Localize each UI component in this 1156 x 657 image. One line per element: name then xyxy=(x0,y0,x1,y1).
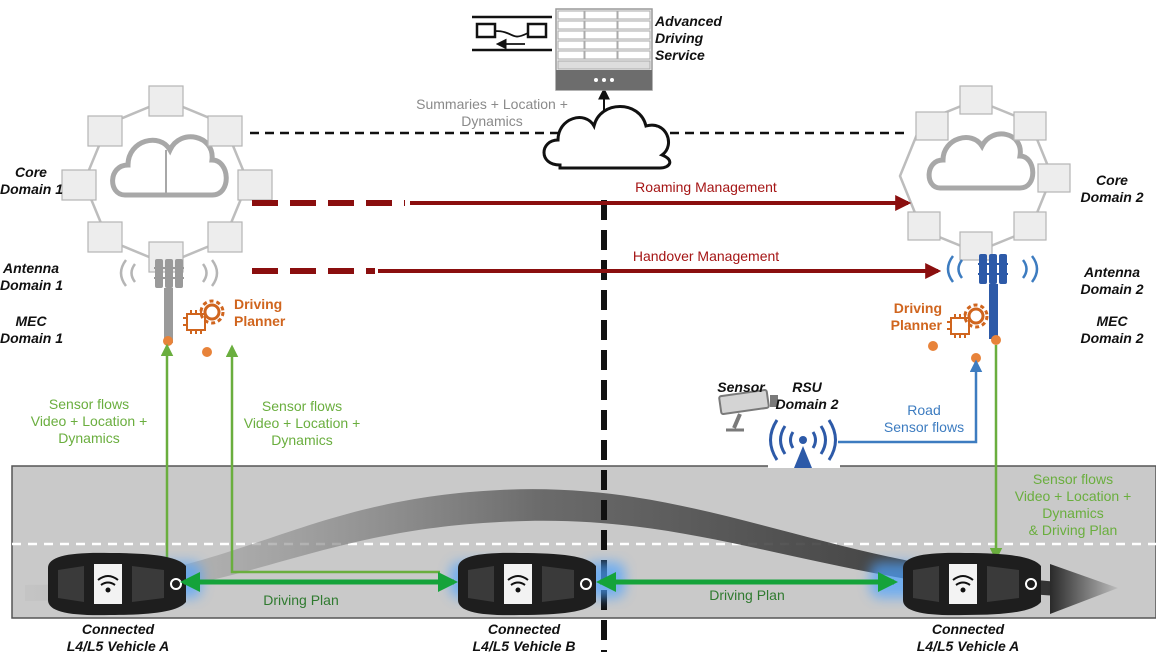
core-domain-2-cluster xyxy=(898,85,1071,261)
driving-plan-label-1: Driving Plan xyxy=(263,592,339,608)
summaries-label: Summaries + Location +Dynamics xyxy=(416,96,568,130)
road-sensor-flow-arrow xyxy=(838,359,983,444)
planner-1-node-dot xyxy=(202,347,212,357)
core-domain-1-cluster xyxy=(61,85,273,273)
rsu-tower-icon xyxy=(768,418,840,468)
mec-2-node-dot xyxy=(991,335,1001,345)
mec-2-chip-icon xyxy=(947,303,989,338)
sensor-camera-icon xyxy=(718,389,778,432)
antenna-domain-2-icon xyxy=(946,254,1039,339)
server-rack-icon xyxy=(555,8,653,91)
mec-1-node-dot xyxy=(163,336,173,346)
vehicle-a-left xyxy=(48,552,202,616)
mec-1-chip-icon xyxy=(183,299,225,334)
antenna-domain-1-icon xyxy=(119,259,219,343)
rsu-node-dot xyxy=(971,353,981,363)
driving-plan-label-2: Driving Plan xyxy=(709,587,785,603)
driving-service-map-icon xyxy=(472,15,552,52)
sensor-label: Sensor xyxy=(717,379,765,395)
roaming-management-label: Roaming Management xyxy=(635,179,777,195)
trajectory-arrowhead xyxy=(1050,564,1118,614)
planner-2-node-dot xyxy=(928,341,938,351)
handover-management-label: Handover Management xyxy=(632,248,780,264)
internet-cloud-icon xyxy=(542,105,672,170)
